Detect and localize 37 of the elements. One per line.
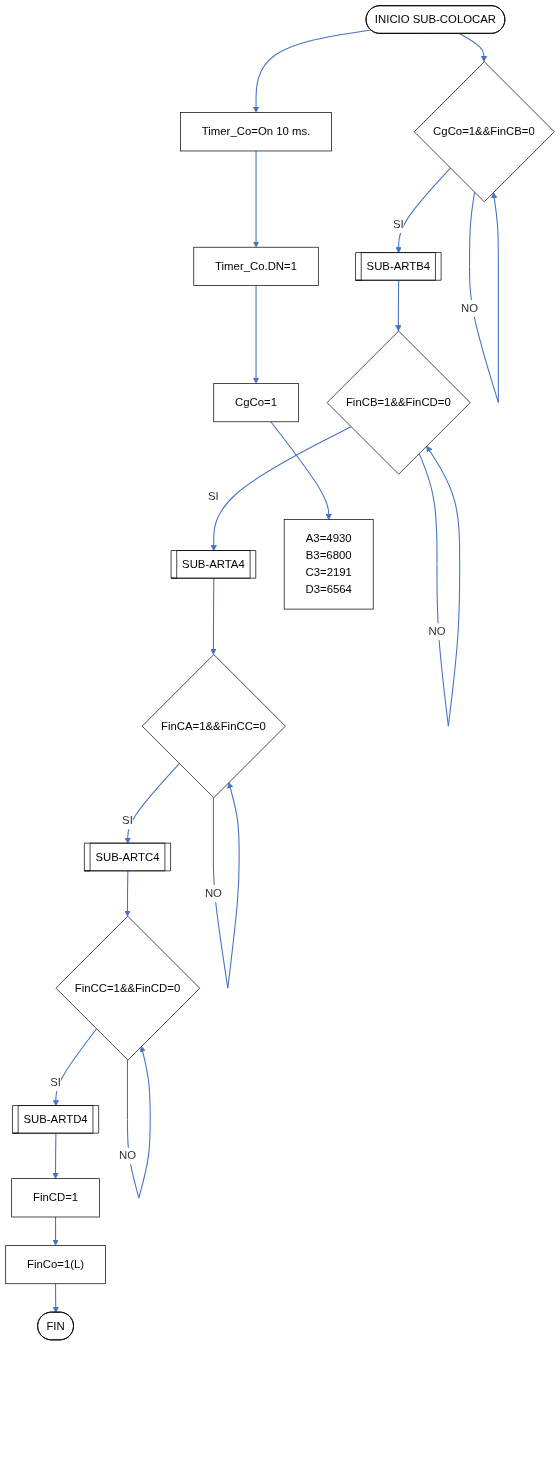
arrow (418, 445, 461, 727)
edge-label: SI (392, 218, 404, 231)
arrow (124, 870, 131, 917)
arrow (252, 29, 372, 113)
arrow (210, 426, 352, 552)
arrow (52, 1283, 59, 1313)
node-box: FinCo=1(L) (5, 1245, 106, 1285)
edge-label: NO (428, 625, 446, 638)
arrow (212, 782, 240, 989)
arrow (124, 763, 180, 844)
node-diamond: FinCC=1&&FinCD=0 (55, 915, 201, 1061)
arrow (270, 421, 332, 520)
arrow (52, 1216, 59, 1246)
edge-label: SI (208, 490, 219, 503)
arrow (252, 285, 260, 384)
arrow (252, 150, 260, 248)
edge-label: NO (204, 887, 222, 900)
node-box: CgCo=1 (213, 383, 299, 423)
node-diamond: FinCB=1&&FinCD=0 (326, 330, 471, 475)
arrow (469, 191, 499, 404)
edge-label: SI (122, 814, 133, 827)
arrow (459, 33, 488, 63)
arrow (52, 1133, 59, 1179)
arrow (395, 280, 402, 332)
node-diamond: CgCo=1&&FinCB=0 (413, 61, 555, 203)
node-diamond: FinCA=1&&FinCC=0 (141, 654, 286, 799)
edge-label: NO (461, 301, 479, 314)
node-box: A3=4930 B3=6800 C3=2191 D3=6564 (283, 519, 374, 610)
edge-label: NO (118, 1149, 136, 1162)
node-box: Timer_Co=On 10 ms. (180, 112, 332, 152)
arrow (52, 1028, 97, 1107)
node-box: FinCD=1 (11, 1178, 100, 1218)
arrow (395, 167, 451, 254)
arrow (126, 1045, 151, 1199)
edge-label: SI (50, 1076, 61, 1089)
arrow (210, 578, 217, 655)
node-box: Timer_Co.DN=1 (193, 246, 319, 286)
